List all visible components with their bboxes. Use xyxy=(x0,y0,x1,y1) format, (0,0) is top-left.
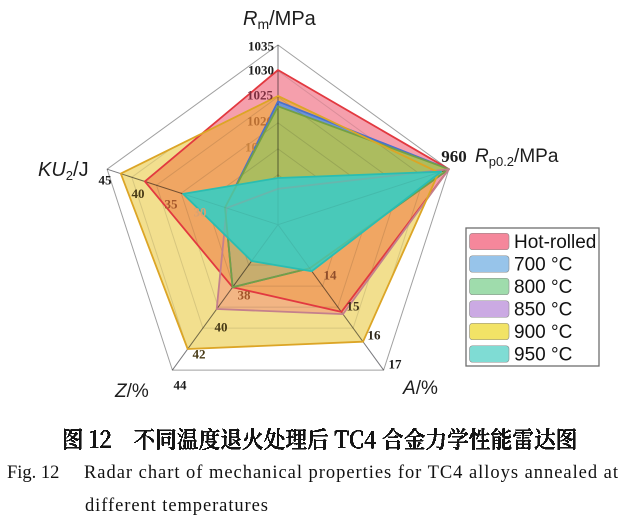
svg-text:1035: 1035 xyxy=(248,39,275,54)
svg-text:45: 45 xyxy=(99,173,113,188)
svg-text:KU2/J: KU2/J xyxy=(38,159,89,183)
svg-text:Hot-rolled: Hot-rolled xyxy=(514,232,596,253)
svg-text:Radar chart of mechanical prop: Radar chart of mechanical properties for… xyxy=(84,463,619,483)
svg-text:850 °C: 850 °C xyxy=(514,300,572,321)
svg-text:16: 16 xyxy=(368,328,382,343)
svg-text:14: 14 xyxy=(324,268,338,283)
svg-text:700 °C: 700 °C xyxy=(514,255,572,276)
svg-text:960: 960 xyxy=(441,147,467,166)
svg-text:15: 15 xyxy=(347,299,361,314)
svg-text:different temperatures: different temperatures xyxy=(85,496,268,516)
svg-text:950 °C: 950 °C xyxy=(514,345,572,366)
svg-text:30: 30 xyxy=(194,205,207,220)
svg-text:Fig. 12: Fig. 12 xyxy=(7,463,59,483)
svg-text:900 °C: 900 °C xyxy=(514,322,572,343)
svg-text:44: 44 xyxy=(174,378,188,393)
svg-text:40: 40 xyxy=(132,186,145,201)
svg-text:35: 35 xyxy=(165,197,179,212)
svg-text:800 °C: 800 °C xyxy=(514,277,572,298)
svg-text:42: 42 xyxy=(193,347,206,362)
svg-text:1025: 1025 xyxy=(247,88,274,103)
svg-text:Rm/MPa: Rm/MPa xyxy=(243,8,317,32)
svg-text:Z/%: Z/% xyxy=(114,381,149,402)
svg-text:1030: 1030 xyxy=(248,63,274,78)
svg-text:17: 17 xyxy=(389,357,403,372)
svg-text:A/%: A/% xyxy=(402,378,438,399)
svg-text:Rp0.2/MPa: Rp0.2/MPa xyxy=(475,146,559,169)
svg-text:40: 40 xyxy=(215,320,228,335)
svg-text:38: 38 xyxy=(238,288,252,303)
